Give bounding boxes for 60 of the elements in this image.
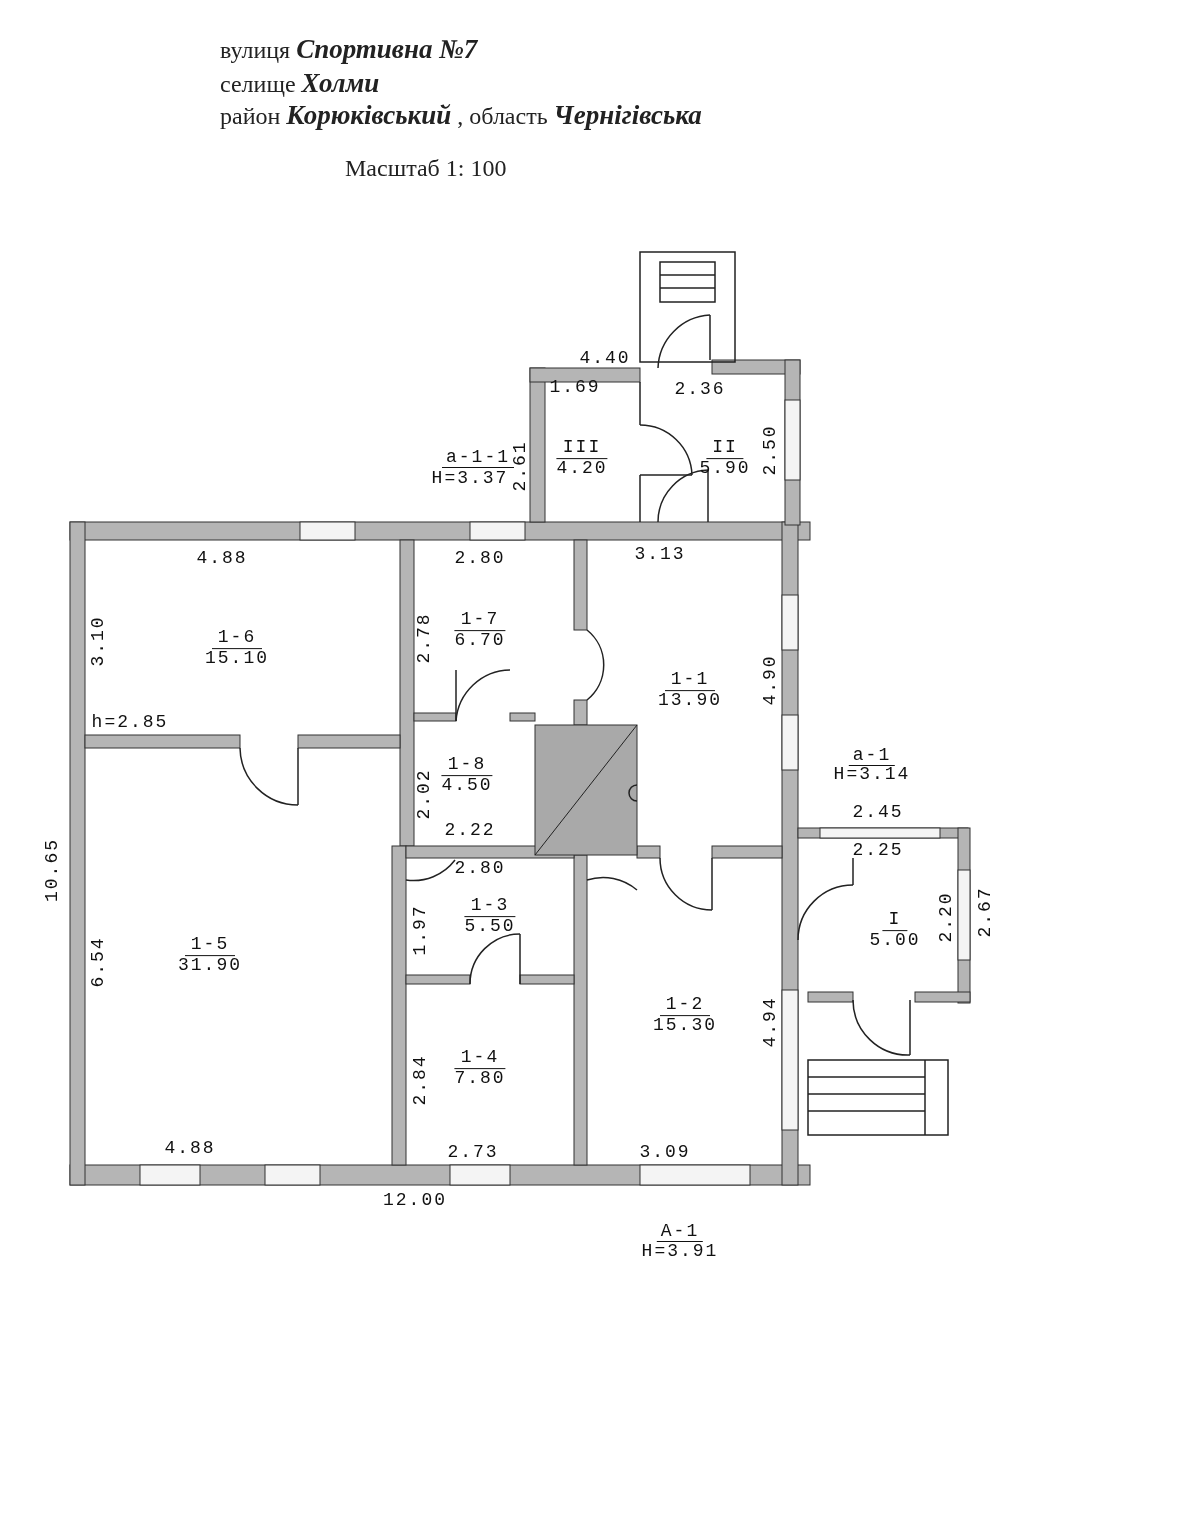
room-area-value: 5.90 bbox=[699, 459, 751, 478]
dimension-label: 2.45 bbox=[852, 803, 904, 821]
height-label: Н=3.91 bbox=[641, 1242, 719, 1260]
dimension-label: 2.80 bbox=[454, 549, 506, 567]
room-number: 1-4 bbox=[454, 1048, 506, 1069]
address-line: вулиця Спортивна №7 bbox=[220, 34, 478, 65]
room-area-value: 13.90 bbox=[658, 691, 722, 710]
address-line: селище Холми bbox=[220, 68, 380, 99]
room-number: 1-6 bbox=[211, 628, 263, 649]
room-number: I bbox=[882, 910, 908, 931]
room-area-value: 5.50 bbox=[464, 917, 516, 936]
dimension-label: 2.80 bbox=[454, 859, 506, 877]
dimension-label: 2.61 bbox=[511, 440, 529, 492]
room-number: 1-7 bbox=[454, 610, 506, 631]
room-area-value: 7.80 bbox=[454, 1069, 506, 1088]
room-area-value: 4.20 bbox=[556, 459, 608, 478]
dimension-label: 3.09 bbox=[639, 1143, 691, 1161]
room-number: II bbox=[706, 438, 744, 459]
room-area-value: 6.70 bbox=[454, 631, 506, 650]
building-code: А-1 bbox=[656, 1222, 704, 1242]
dimension-label: 2.20 bbox=[937, 891, 955, 943]
height-label: Н=3.37 bbox=[431, 469, 509, 487]
dimension-label: 2.50 bbox=[761, 424, 779, 476]
dimension-label: 1.97 bbox=[411, 904, 429, 956]
room-number: 1-8 bbox=[441, 755, 493, 776]
dimension-label: 2.67 bbox=[976, 886, 994, 938]
room-area-value: 5.00 bbox=[869, 931, 921, 950]
room-number: 1-2 bbox=[659, 995, 711, 1016]
dimension-label: 2.78 bbox=[415, 612, 433, 664]
room-area-value: 4.50 bbox=[441, 776, 493, 795]
dimension-label: 4.88 bbox=[164, 1139, 216, 1157]
dimension-label: 2.02 bbox=[415, 768, 433, 820]
dimension-label: 12.00 bbox=[383, 1191, 447, 1209]
room-number: III bbox=[556, 438, 608, 459]
room-number: 1-3 bbox=[464, 896, 516, 917]
dimension-label: 6.54 bbox=[89, 936, 107, 988]
room-number: 1-1 bbox=[664, 670, 716, 691]
dimension-label: 2.73 bbox=[447, 1143, 499, 1161]
room-area-value: 31.90 bbox=[178, 956, 242, 975]
height-label: h=2.85 bbox=[91, 713, 169, 731]
dimension-label: 10.65 bbox=[43, 838, 61, 902]
dimension-label: 4.94 bbox=[761, 996, 779, 1048]
dimension-label: 4.40 bbox=[579, 349, 631, 367]
building-code: а-1 bbox=[848, 746, 896, 766]
dimension-label: 3.10 bbox=[89, 615, 107, 667]
scale-note: Масштаб 1: 100 bbox=[345, 155, 507, 182]
address-line: район Корюківський , область Чернігівська bbox=[220, 100, 702, 131]
height-label: Н=3.14 bbox=[833, 765, 911, 783]
room-area-value: 15.30 bbox=[653, 1016, 717, 1035]
dimension-label: 2.36 bbox=[674, 380, 726, 398]
dimension-label: 2.22 bbox=[444, 821, 496, 839]
dimension-label: 3.13 bbox=[634, 545, 686, 563]
dimension-label: 1.69 bbox=[549, 378, 601, 396]
dimension-label: 2.84 bbox=[411, 1054, 429, 1106]
dimension-label: 4.90 bbox=[761, 654, 779, 706]
dimension-label: 2.25 bbox=[852, 841, 904, 859]
room-number: 1-5 bbox=[184, 935, 236, 956]
room-area-value: 15.10 bbox=[205, 649, 269, 668]
building-code: а-1-1 bbox=[442, 448, 514, 468]
dimension-label: 4.88 bbox=[196, 549, 248, 567]
